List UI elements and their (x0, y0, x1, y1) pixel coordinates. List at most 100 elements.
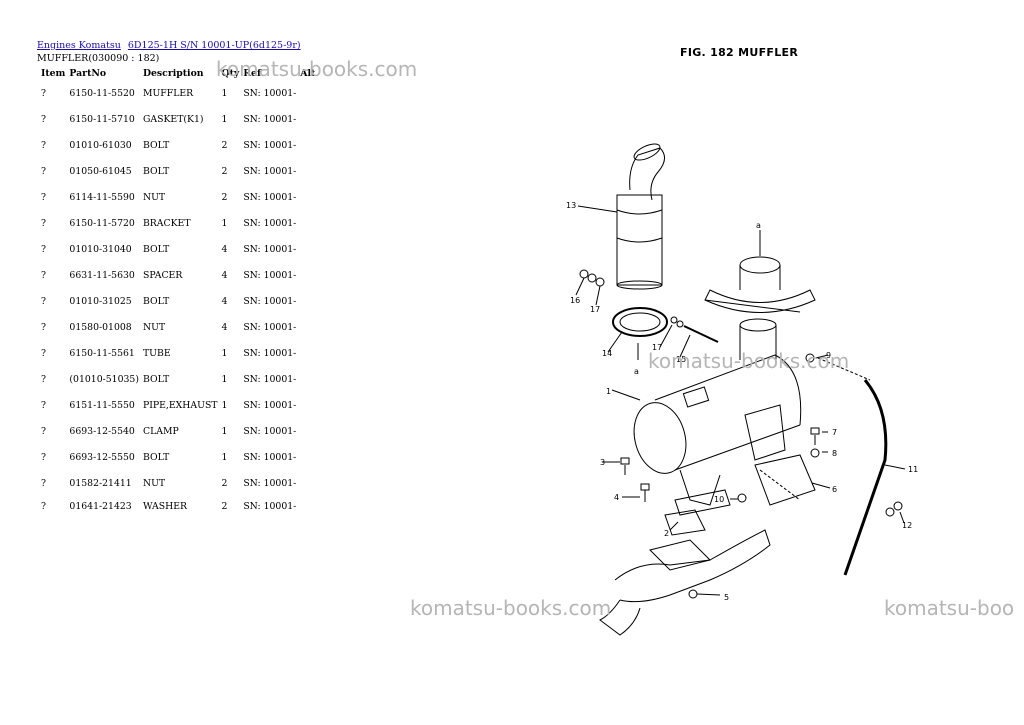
callout-12: 12 (902, 521, 912, 530)
cell-partno: 01010-31025 (69, 295, 132, 307)
section-title: MUFFLER(030090 : 182) (37, 53, 160, 64)
cell-qty: 2 (221, 477, 228, 489)
cell-partno: 01010-31040 (69, 243, 132, 255)
cell-alt (298, 132, 320, 158)
cell-alt (298, 262, 320, 288)
cell-ref: SN: 10001- (243, 165, 297, 177)
cell-ref: SN: 10001- (243, 399, 297, 411)
breadcrumb-link-model[interactable]: 6D125-1H S/N 10001-UP(6d125-9r) (127, 40, 301, 51)
clamp-ring-part (612, 307, 668, 337)
cell-desc: WASHER (142, 500, 188, 512)
cell-desc: BRACKET (142, 217, 191, 229)
figure-title: FIG. 182 MUFFLER (680, 46, 799, 59)
cell-qty: 4 (221, 243, 228, 255)
cell-item: ? (41, 165, 46, 177)
col-item: Item (41, 67, 66, 79)
bolt-15-part (670, 316, 719, 343)
cell-partno: 6151-11-5550 (69, 399, 135, 411)
callout-17b: 17 (652, 343, 662, 352)
cell-alt (298, 340, 320, 366)
callout-1: 1 (606, 387, 611, 396)
cell-ref: SN: 10001- (243, 451, 297, 463)
cell-alt (298, 106, 320, 132)
cell-alt (298, 470, 320, 496)
cell-alt (298, 184, 320, 210)
col-description: Description (142, 67, 204, 79)
cell-item: ? (41, 191, 46, 203)
muffler-diagram: 13 1 2 3 4 5 6 7 8 9 10 11 12 14 15 16 1… (566, 143, 918, 636)
cell-partno: 6150-11-5561 (69, 347, 135, 359)
cell-item: ? (41, 500, 46, 512)
inlet-collar-part (704, 256, 816, 313)
callout-3: 3 (600, 458, 605, 467)
gasket-part (664, 509, 706, 536)
cell-qty: 1 (221, 451, 228, 463)
exhaust-pipe-part (599, 529, 771, 636)
cell-partno: 01582-21411 (69, 477, 132, 489)
cell-item: ? (41, 321, 46, 333)
cell-alt (298, 496, 320, 516)
cell-partno: 01641-21423 (69, 500, 132, 512)
cell-ref: SN: 10001- (243, 243, 297, 255)
breadcrumb: Engines Komatsu 6D125-1H S/N 10001-UP(6d… (37, 40, 305, 51)
cell-alt (298, 80, 320, 106)
long-tube-part (843, 379, 888, 576)
cell-qty: 1 (221, 113, 228, 125)
cell-qty: 1 (221, 347, 228, 359)
cell-partno: 01010-61030 (69, 139, 132, 151)
muffler-body-part (633, 354, 802, 474)
breadcrumb-link-engines[interactable]: Engines Komatsu (37, 40, 121, 51)
callout-7: 7 (832, 428, 837, 437)
callout-14: 14 (602, 349, 612, 358)
callout-8: 8 (832, 449, 837, 458)
cell-desc: TUBE (142, 347, 171, 359)
cell-ref: SN: 10001- (243, 139, 297, 151)
callout-4: 4 (614, 493, 619, 502)
cell-desc: SPACER (142, 269, 183, 281)
cell-partno: 6150-11-5720 (69, 217, 135, 229)
cell-ref: SN: 10001- (243, 321, 297, 333)
cell-desc: NUT (142, 477, 166, 489)
cell-qty: 2 (221, 139, 228, 151)
cell-partno: 6693-12-5550 (69, 451, 135, 463)
cell-qty: 1 (221, 373, 228, 385)
cell-ref: SN: 10001- (243, 191, 297, 203)
cell-qty: 1 (221, 87, 228, 99)
callout-a-bottom: a (634, 367, 639, 376)
callout-17a: 17 (590, 305, 600, 314)
cell-ref: SN: 10001- (243, 113, 297, 125)
leader-lines (759, 357, 871, 501)
cell-partno: 6150-11-5710 (69, 113, 135, 125)
cell-desc: BOLT (142, 373, 170, 385)
cell-partno: 6150-11-5520 (69, 87, 135, 99)
parts-table: Item PartNo Description Qty Ref Alt ?615… (37, 66, 320, 516)
cell-qty: 1 (221, 425, 228, 437)
cell-partno: 6631-11-5630 (69, 269, 135, 281)
cell-desc: BOLT (142, 243, 170, 255)
cell-qty: 1 (221, 217, 228, 229)
small-bolts (620, 353, 903, 599)
cell-ref: SN: 10001- (243, 425, 297, 437)
cell-alt (298, 392, 320, 418)
watermark-1: komatsu-books.com (216, 57, 418, 81)
callout-9: 9 (826, 351, 831, 360)
cell-alt (298, 366, 320, 392)
cell-qty: 4 (221, 295, 228, 307)
cell-alt (298, 158, 320, 184)
cell-item: ? (41, 113, 46, 125)
cell-item: ? (41, 217, 46, 229)
callout-6: 6 (832, 485, 837, 494)
